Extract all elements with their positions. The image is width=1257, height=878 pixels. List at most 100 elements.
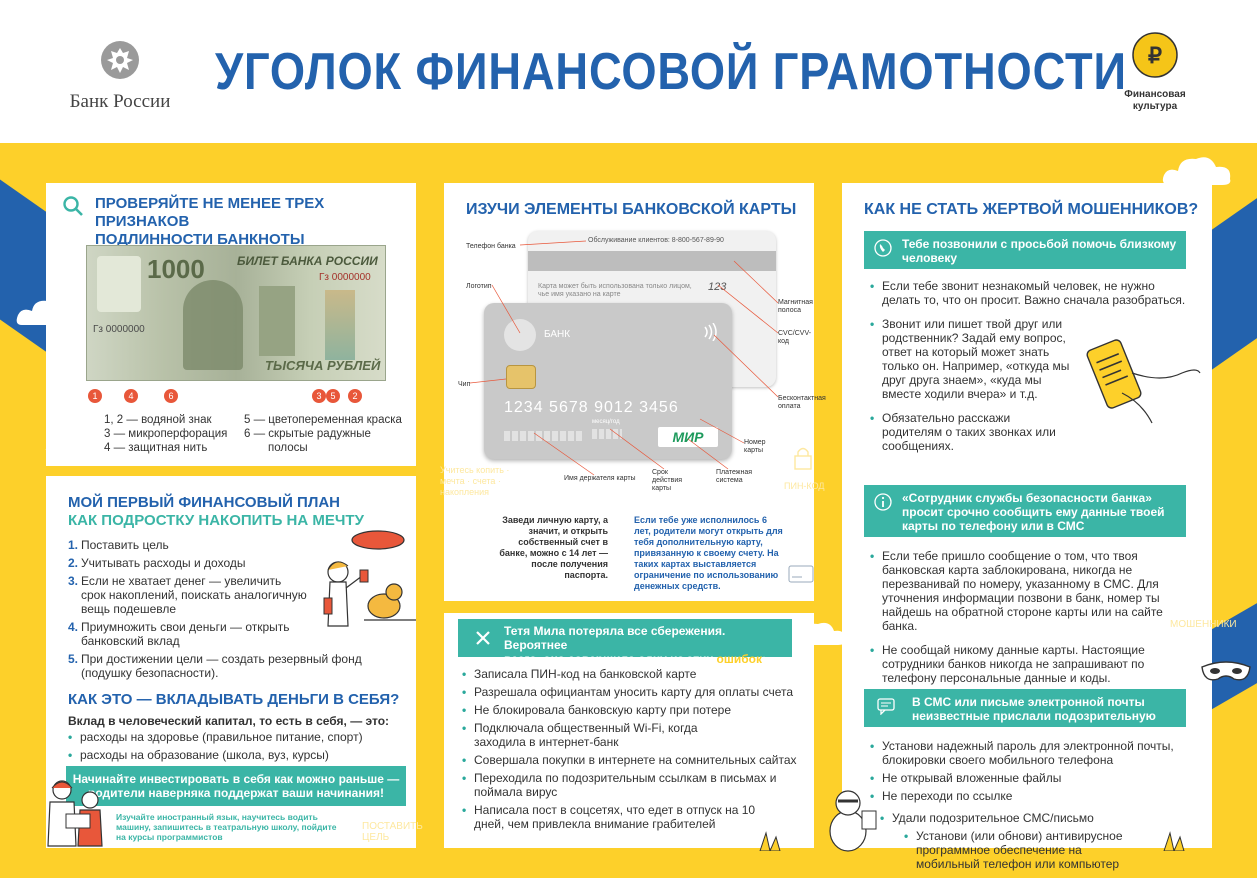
eagle-emblem-icon [101,41,139,79]
card-title: ИЗУЧИ ЭЛЕМЕНТЫ БАНКОВСКОЙ КАРТЫ [466,201,797,218]
fraud-box-security: «Сотрудник службы безопасности банка» пр… [864,485,1186,537]
fraud-item: Если тебе пришло сообщение о том, что тв… [870,549,1190,633]
mila-panel: Тетя Мила потеряла все сбережения. Вероя… [444,613,814,848]
invest-title: КАК ЭТО — ВКЛАДЫВАТЬ ДЕНЬГИ В СЕБЯ? [68,691,400,708]
mila-item: Подключала общественный Wi-Fi, когда зах… [462,721,752,749]
banknote-header: БИЛЕТ БАНКА РОССИИ [237,254,378,268]
ruble-sign: ₽ [1148,43,1162,68]
phone-icon [874,239,892,257]
card-service-phone: Обслуживание клиентов: 8-800-567-89-90 [588,237,724,244]
checkmark-icon [45,434,83,462]
fraud-item: Удали подозрительное СМС/письмо [880,811,1180,825]
plan-step: 3.Если не хватает денег — увеличить срок… [68,574,307,616]
banknote-legend-left: 1, 2 — водяной знак 3 — микроперфорация … [104,414,228,454]
invest-item: расходы на образование (школа, вуз, курс… [68,748,388,762]
mila-item: Разрешала официантам уносить карту для о… [462,685,802,699]
banknote-legend-right: 5 — цветопеременная краска 6 — скрытые р… [244,414,402,454]
card-guide-lines [469,240,779,476]
fraud-title: КАК НЕ СТАТЬ ЖЕРТВОЙ МОШЕННИКОВ? [864,201,1199,218]
label-term: Срок действия карты [652,469,683,492]
marker: 6 [164,389,178,403]
card-note-right: Если тебе уже исполнилось 6 лет, родител… [634,515,783,591]
magnetic-stripe [528,251,776,271]
ruble-coin-icon: ₽ [1132,32,1178,78]
mila-item: Записала ПИН-код на банковской карте [462,667,802,681]
card-panel: ИЗУЧИ ЭЛЕМЕНТЫ БАНКОВСКОЙ КАРТЫ Обслужив… [444,183,826,601]
banknote-rainbow-strip [325,290,355,360]
banknote-image: 1000 БИЛЕТ БАНКА РОССИИ Гз 0000000 Гз 00… [86,245,386,381]
label-mag: Магнитная полоса [778,299,813,314]
plan-step: 1.Поставить цель [68,538,169,552]
fraud-box-link: В СМС или письме электронной почты неизв… [864,689,1186,737]
marker: 2 [348,389,362,403]
mila-item: Переходила по подозрительным ссылкам в п… [462,771,782,799]
bank-of-russia-logo: Банк России [60,40,180,113]
card-chip [506,365,536,389]
card-bank: БАНК [544,329,571,340]
banknote-panel: ПРОВЕРЯЙТЕ НЕ МЕНЕЕ ТРЕХ ПРИЗНАКОВ ПОДЛИ… [46,183,416,466]
card-note-left: Заведи личную карту, а значит, и открыть… [499,515,608,580]
mila-item: Совершала покупки в интернете на сомните… [462,753,802,767]
header: Банк России УГОЛОК ФИНАНСОВОЙ ГРАМОТНОСТ… [0,0,1257,143]
magnifier-icon [63,196,83,216]
grass-icon [759,831,781,851]
label-contactless: Бесконтактная оплата [778,395,826,410]
contactless-icon [704,323,717,341]
blue-stripe-right [1210,174,1257,372]
mir-logo: МИР [658,427,718,447]
label-holder: Имя держателя карты [564,475,636,482]
fraud-box-call: Тебе позвонили с просьбой помочь близком… [864,231,1186,269]
fraud-item: Установи (или обнови) антивирусное прогр… [904,829,1144,871]
cvc-code: 123 [708,281,727,293]
muted-fraud: МОШЕННИКИ [1170,619,1237,630]
fraud-item: Не сообщай никому данные карты. Настоящи… [870,643,1190,685]
banknote-tower [259,286,295,356]
fraud-item: Обязательно расскажи родителям о таких з… [870,411,1070,453]
page-title: УГОЛОК ФИНАНСОВОЙ ГРАМОТНОСТИ [215,43,1127,101]
fraud-list-5: Установи (или обнови) антивирусное прогр… [904,829,1144,875]
fraud-item: Установи надежный пароль для электронной… [870,739,1190,767]
card-logo [504,319,536,351]
card-holder-strip [504,431,584,441]
fraud-list-4: Удали подозрительное СМС/письмо [880,811,1180,829]
family-illustration [47,780,103,847]
card-front: БАНК 1234 5678 9012 3456 месяц/год МИР [484,303,732,459]
info-icon [874,493,892,511]
banknote-watermark [97,256,141,312]
phone-hand-illustration [1086,339,1201,424]
plan-step: 5.При достижении цели — создать резервны… [68,652,362,680]
fin-culture-line1: Финансовая [1124,89,1186,100]
fin-culture-line2: культура [1132,101,1178,112]
card-number: 1234 5678 9012 3456 [504,399,679,416]
marker: 5 [326,389,340,403]
fraud-item: Не переходи по ссылке [870,789,1190,803]
hoverboard-boy-illustration [323,530,416,627]
mila-list: Записала ПИН-код на банковской карте Раз… [462,667,802,835]
muted-left-words: Учитесь копить · мечта · счета · накопле… [440,465,510,497]
plan-steps: 1.Поставить цель 2.Учитывать расходы и д… [68,538,362,684]
banknote-title: ПРОВЕРЯЙТЕ НЕ МЕНЕЕ ТРЕХ ПРИЗНАКОВ ПОДЛИ… [95,195,325,248]
mask-icon [1201,661,1251,681]
marker: 3 [312,389,326,403]
card-month-year: месяц/год [592,419,620,425]
mila-item: Написала пост в соцсетях, что едет в отп… [462,803,782,831]
label-phone: Телефон банка [466,243,516,250]
marker: 4 [124,389,138,403]
lock-icon [794,447,812,470]
card-term-strip [592,429,622,439]
fraud-list-2: Если тебе пришло сообщение о том, что тв… [870,549,1190,689]
label-cvc: CVC/CVV-код [778,330,812,345]
mistake-cross-icon [476,631,490,645]
label-number: Номер карты [744,439,766,454]
invest-item: расходы на здоровье (правильное питание,… [68,730,388,744]
grass-icon [1163,831,1185,851]
raccoon-illustration [829,790,877,852]
fraud-item: Звонит или пишет твой друг или родственн… [870,317,1070,401]
banknote-words: ТЫСЯЧА РУБЛЕЙ [265,358,381,373]
marker: 1 [88,389,102,403]
plan-title: МОЙ ПЕРВЫЙ ФИНАНСОВЫЙ ПЛАН КАК ПОДРОСТКУ… [68,494,364,529]
label-system: Платежная система [716,469,753,484]
fraud-item: Если тебе звонит незнакомый человек, не … [870,279,1190,307]
fraud-panel: КАК НЕ СТАТЬ ЖЕРТВОЙ МОШЕННИКОВ? Тебе по… [829,183,1212,871]
yellow-background: ПРОВЕРЯЙТЕ НЕ МЕНЕЕ ТРЕХ ПРИЗНАКОВ ПОДЛИ… [0,143,1257,878]
